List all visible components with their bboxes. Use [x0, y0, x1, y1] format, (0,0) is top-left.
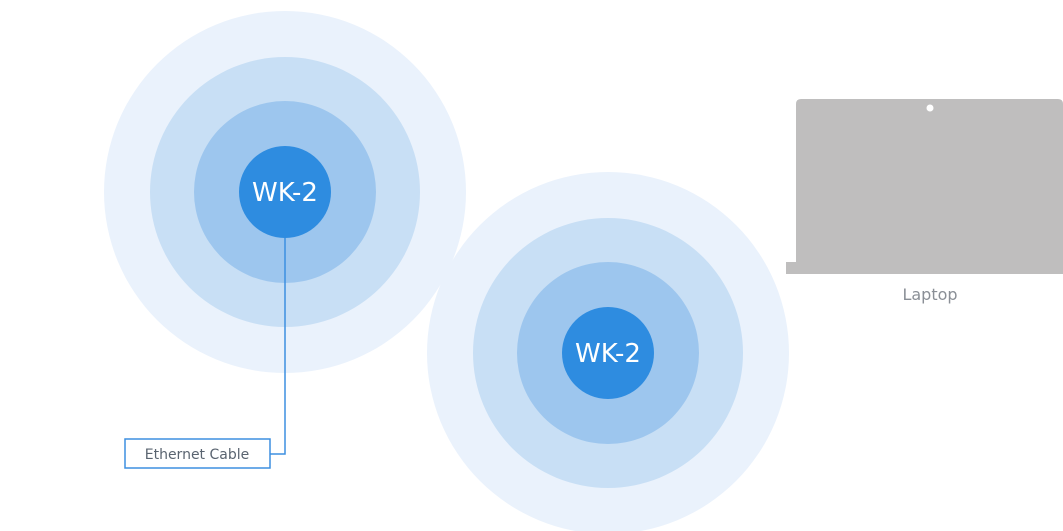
cable-label: Ethernet Cable	[145, 447, 250, 463]
laptop-label: Laptop	[902, 285, 957, 304]
cable-label-box	[124, 438, 271, 469]
router-node-label: WK-2	[252, 178, 318, 208]
cable-vertical-line	[270, 238, 286, 455]
laptop-camera-icon	[926, 104, 934, 112]
router-node-core	[562, 307, 654, 399]
router-node-core	[239, 146, 331, 238]
ethernet-cable: Ethernet Cable	[8, 238, 286, 469]
laptop-device[interactable]: Laptop	[786, 99, 1063, 304]
router-node-label: WK-2	[575, 339, 641, 369]
laptop-icon	[786, 99, 1063, 274]
router-node-satellite[interactable]: WK-2	[427, 172, 789, 531]
router-node-primary[interactable]: WK-2	[104, 11, 466, 373]
